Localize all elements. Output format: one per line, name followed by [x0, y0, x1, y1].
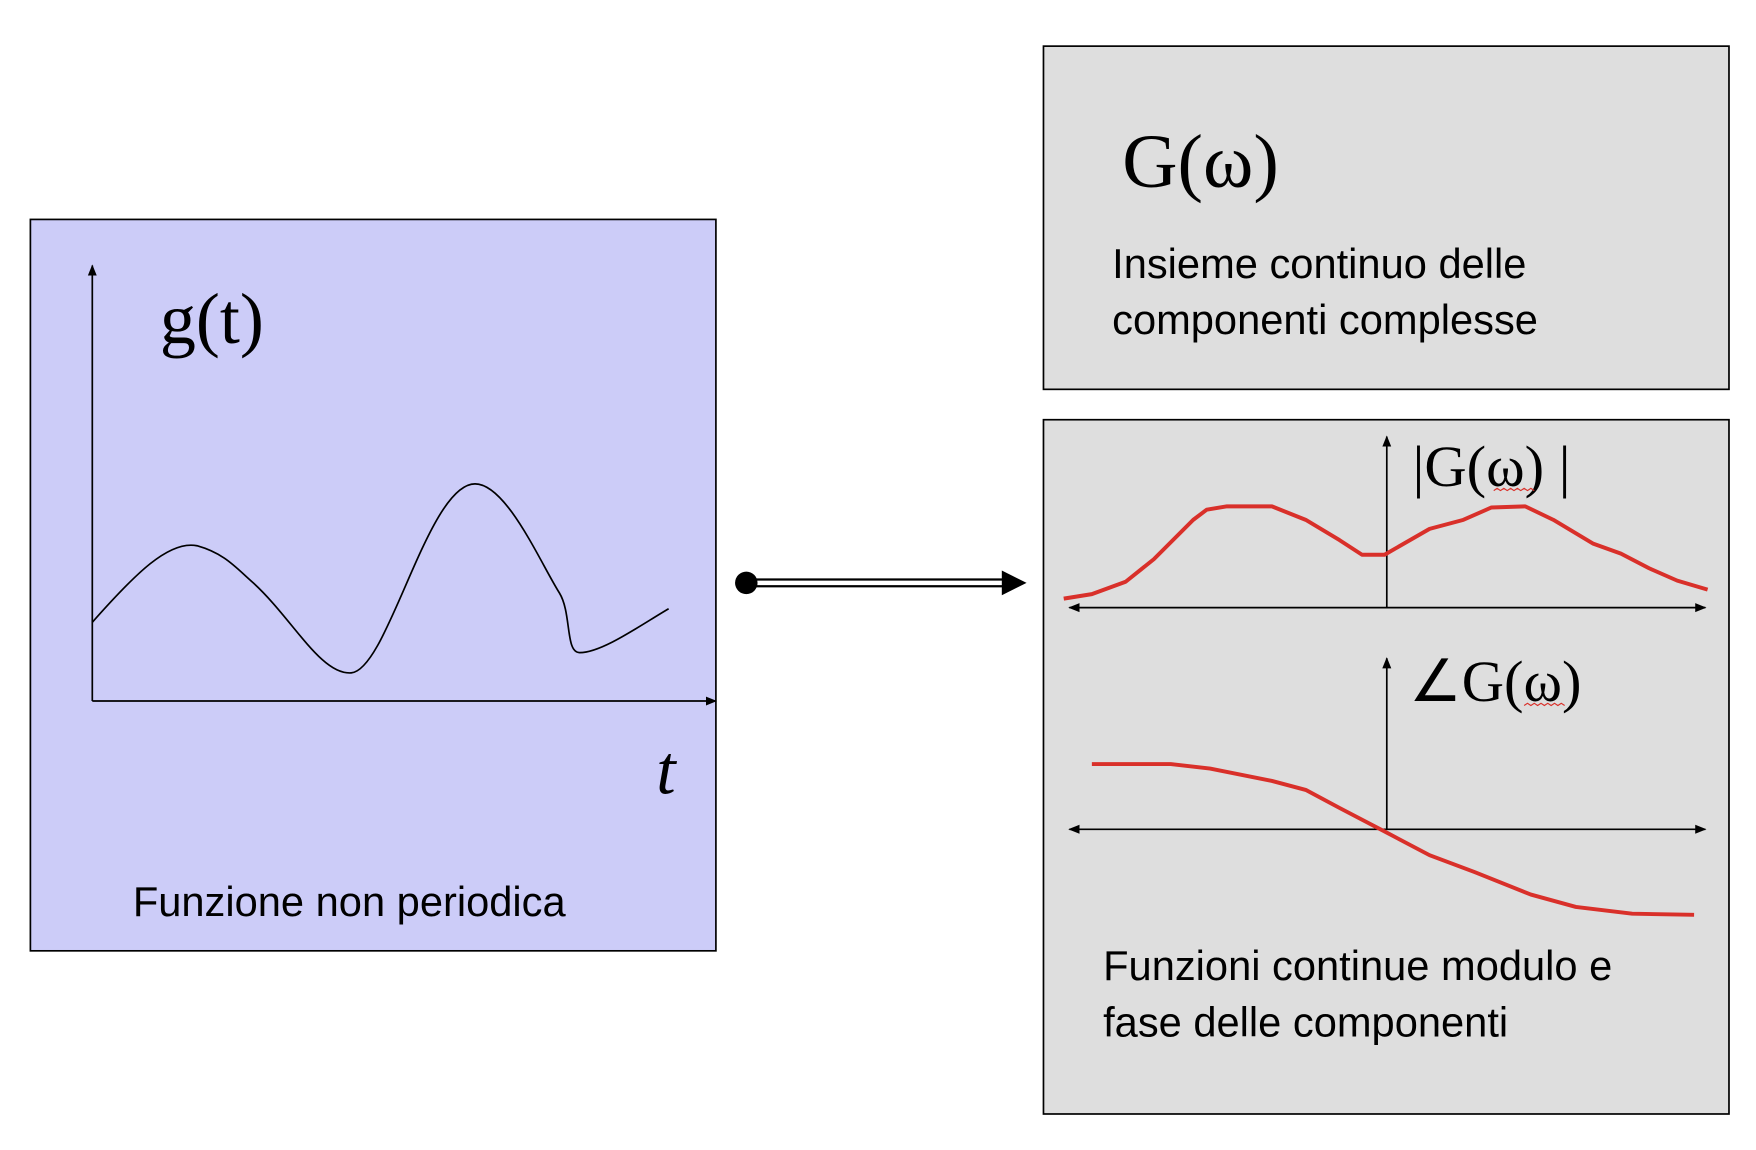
spectrum-caption-line1: Funzioni continue modulo e — [1103, 942, 1612, 989]
summary-caption-line2: componenti complesse — [1112, 296, 1538, 343]
time-panel-background — [29, 218, 717, 952]
time-domain-panel: g(t) t Funzione non periodica — [29, 218, 718, 952]
phase-label: ∠G(ω) — [1409, 649, 1581, 714]
summary-caption-line1: Insieme continuo delle — [1112, 240, 1526, 287]
transform-arrow — [735, 570, 1027, 596]
phase-curve — [1091, 762, 1695, 917]
spellcheck-underline — [1493, 487, 1535, 492]
spectrum-summary-panel: G(ω) Insieme continuo delle componenti c… — [1042, 45, 1730, 391]
magnitude-curve — [1063, 504, 1709, 601]
g-t-curve — [91, 483, 670, 674]
magnitude-label: |G(ω) | — [1413, 434, 1571, 499]
spellcheck-underline — [1523, 702, 1565, 707]
magnitude-phase-panel: |G(ω) | ∠G(ω) Funzioni continue modulo e… — [1042, 418, 1730, 1115]
g-t-label: g(t) — [160, 279, 264, 359]
t-axis-label: t — [656, 732, 677, 809]
spectrum-caption-line2: fase delle componenti — [1103, 998, 1508, 1045]
arrow-head — [1001, 570, 1027, 596]
time-panel-caption: Funzione non periodica — [133, 878, 567, 925]
arrow-origin-dot — [735, 571, 758, 595]
G-omega-label: G(ω) — [1122, 119, 1279, 204]
